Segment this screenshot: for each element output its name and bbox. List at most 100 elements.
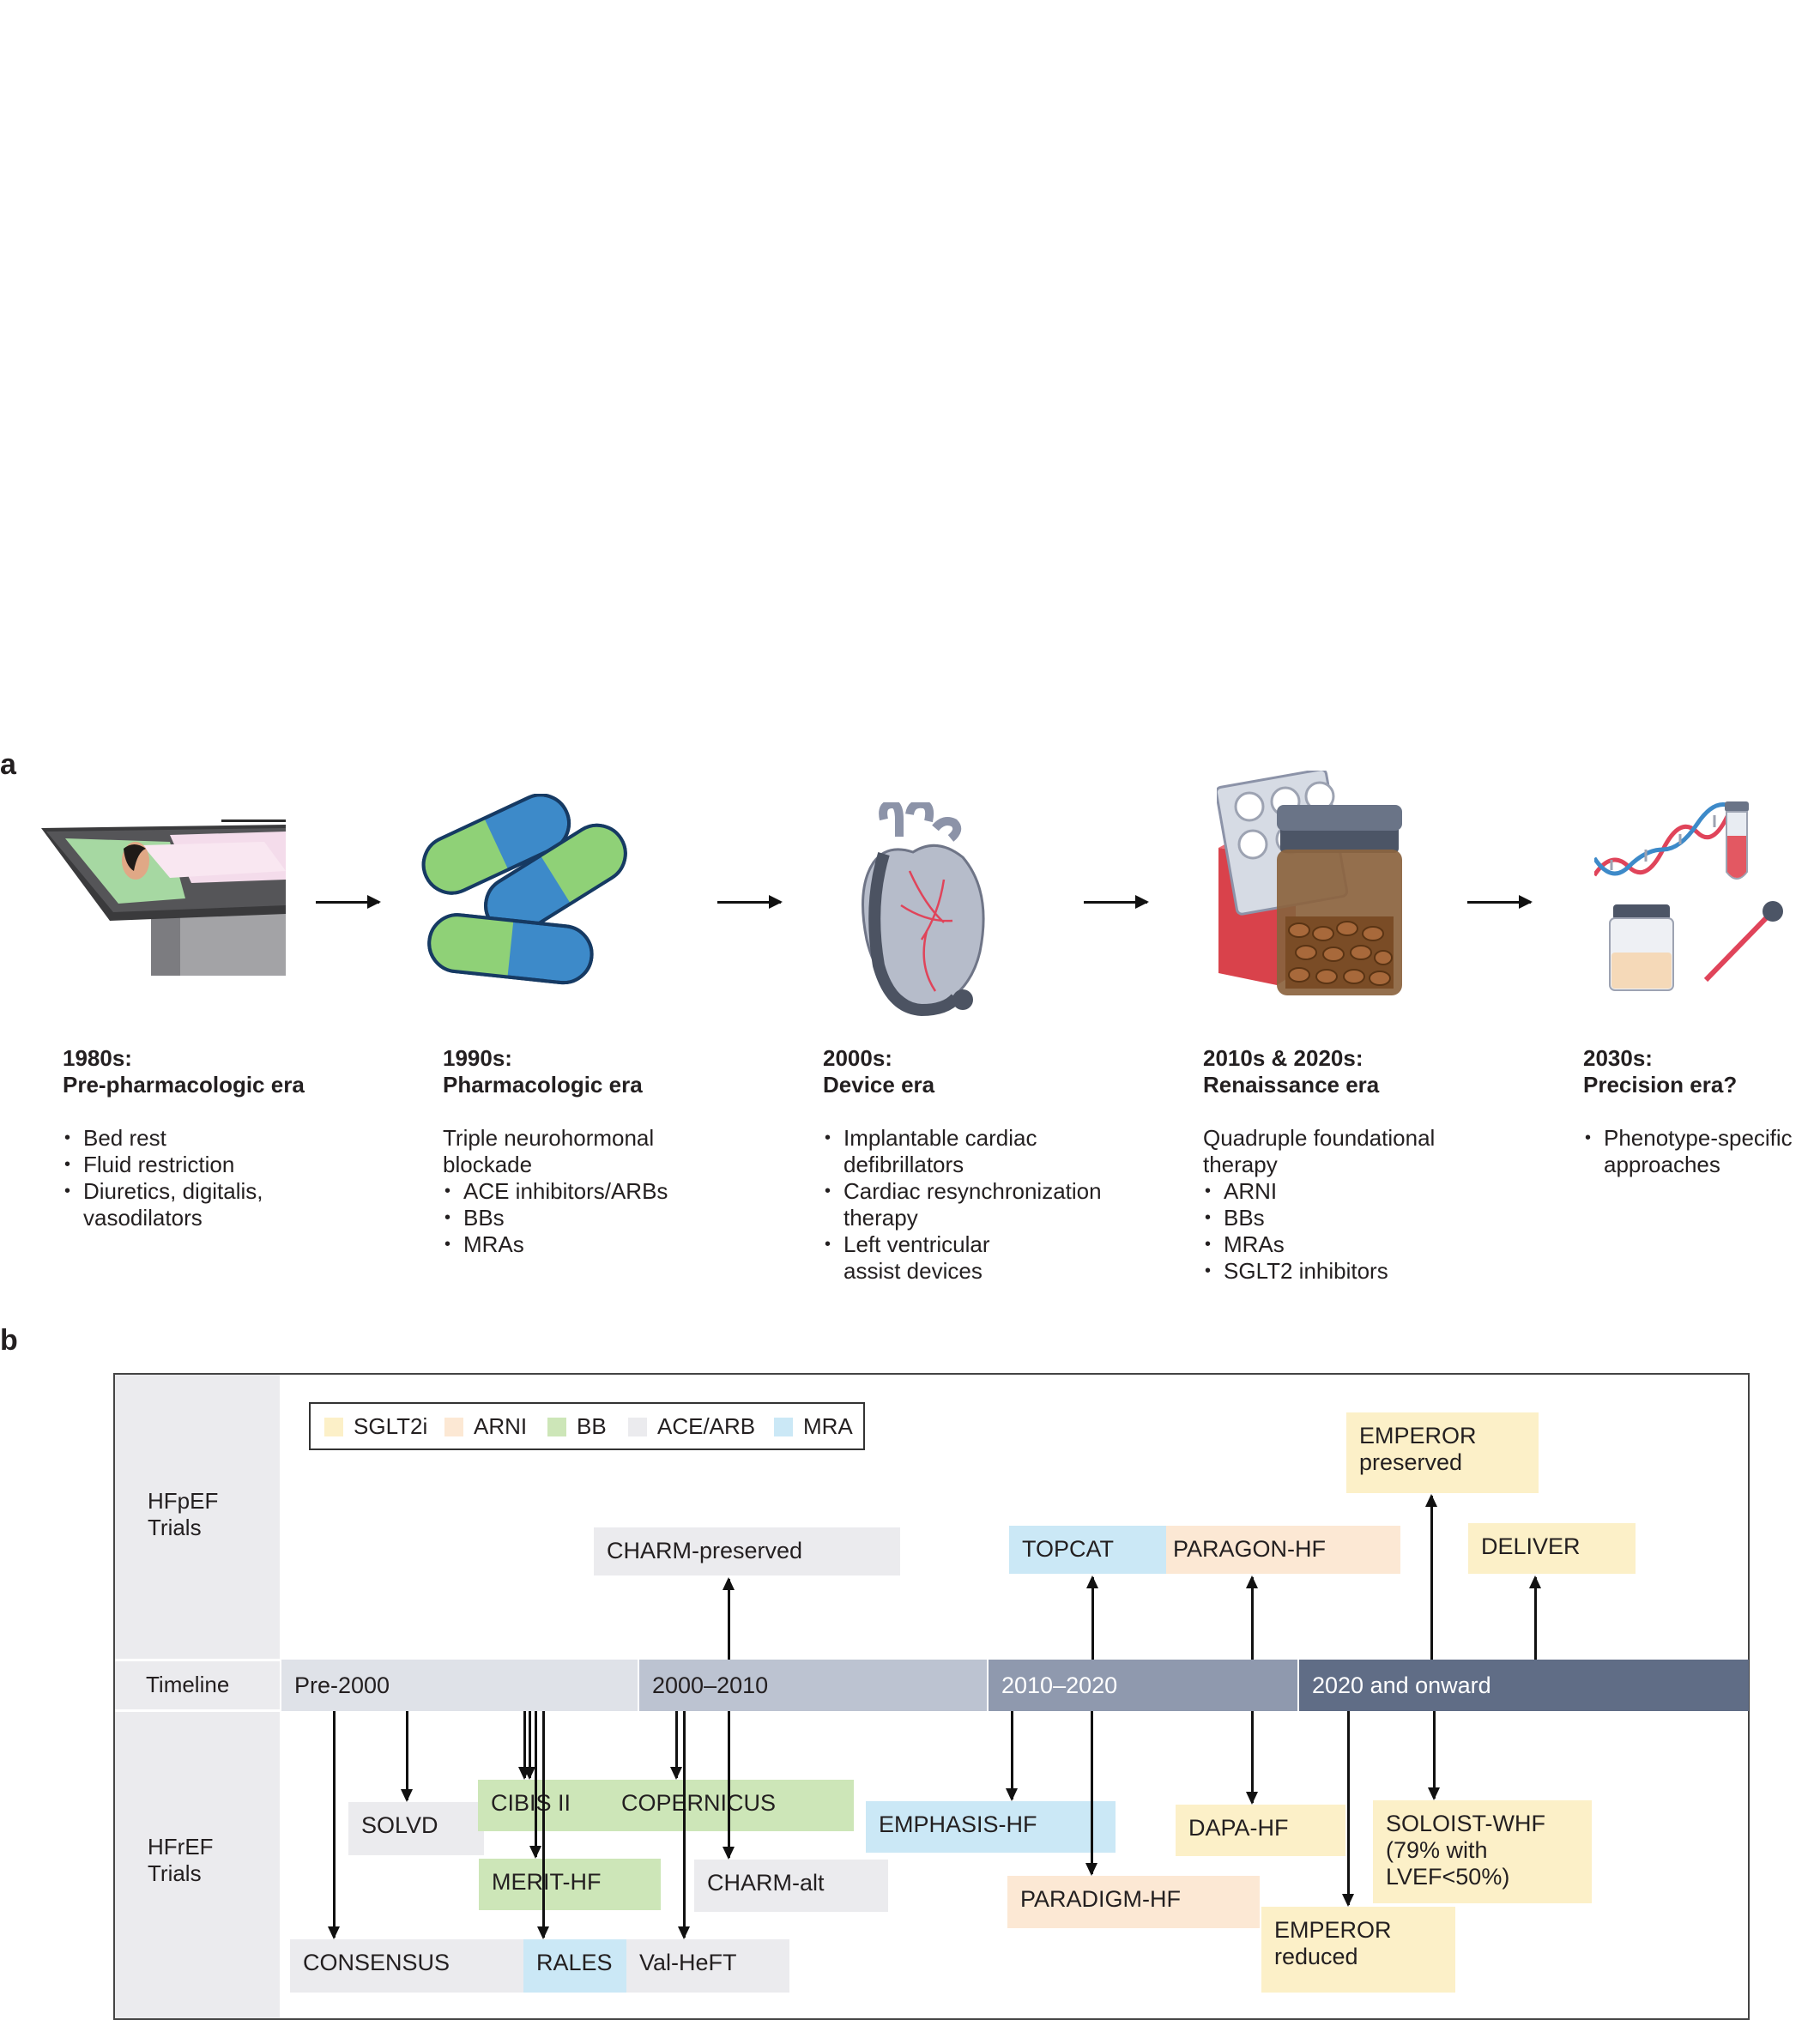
legend-swatch <box>774 1418 793 1436</box>
trial-emphasis-hf: EMPHASIS-HF <box>866 1801 1116 1853</box>
era-bullet-continuation: defibrillators <box>843 1152 964 1177</box>
arrow-to-copernicus <box>670 1711 682 1780</box>
trial-topcat: TOPCAT <box>1009 1526 1166 1574</box>
legend-label: ARNI <box>474 1413 528 1439</box>
row-label-hfpef-line2: Trials <box>148 1515 202 1540</box>
era-intro: Quadruple foundational <box>1203 1125 1436 1151</box>
trial-charm-preserved: CHARM-preserved <box>594 1527 900 1575</box>
legend-label: BB <box>577 1413 607 1439</box>
trial-paradigm-hf: PARADIGM-HF <box>1007 1876 1260 1928</box>
era-bullet: SGLT2 inhibitors <box>1203 1258 1460 1285</box>
precision-medicine-illustration <box>1594 801 1783 991</box>
trial-merit-hf: MERIT-HF <box>479 1859 661 1910</box>
capsules-illustration <box>421 794 627 985</box>
era-bullet-continuation: assist devices <box>843 1258 983 1284</box>
trial-name-line: EMPEROR <box>1359 1423 1477 1448</box>
era-bullet: ACE inhibitors/ARBs <box>443 1178 700 1205</box>
era-name: Device era <box>823 1072 935 1098</box>
blood-tube-icon <box>1725 801 1749 880</box>
arrow-to-emperor-reduced <box>1342 1711 1354 1907</box>
row-label-hfpef-line1: HFpEF <box>148 1488 219 1514</box>
era-bullet: Left ventricular <box>823 1231 1080 1258</box>
row-label-timeline-text: Timeline <box>146 1672 230 1697</box>
trial-deliver: DELIVER <box>1468 1523 1636 1574</box>
era-bullet-continuation: therapy <box>843 1205 918 1231</box>
trial-name-line: SOLOIST-WHF <box>1386 1811 1546 1836</box>
era-bullet-continuation: vasodilators <box>83 1205 203 1231</box>
timeline-segment-pre-2000: Pre-2000 <box>281 1660 638 1711</box>
timeline-segment-2010-2020: 2010–2020 <box>989 1660 1297 1711</box>
era-bullet: Phenotype-specific <box>1583 1125 1815 1152</box>
era-2030s: 2030s:Precision era? Phenotype-specific … <box>1583 1045 1815 1178</box>
era-bullet: BBs <box>443 1205 700 1231</box>
pill-blister-and-jar-illustration <box>1217 771 1402 995</box>
trial-rales: RALES <box>523 1939 626 1993</box>
trial-name-line: (79% with <box>1386 1837 1488 1863</box>
legend-swatch <box>324 1418 343 1436</box>
era-arrow-4 <box>1467 895 1533 909</box>
trial-paragon-hf: PARAGON-HF <box>1166 1526 1400 1574</box>
panel-a-label: a <box>0 748 16 781</box>
trial-name-line: LVEF<50%) <box>1386 1864 1510 1890</box>
arrow-to-merit-hf <box>529 1711 541 1859</box>
legend-label: ACE/ARB <box>657 1413 756 1439</box>
trial-copernicus: COPERNICUS <box>621 1790 777 1816</box>
era-bullet-continuation: approaches <box>1604 1152 1720 1177</box>
era-intro: blockade <box>443 1152 533 1177</box>
trial-consensus: CONSENSUS <box>290 1939 523 1993</box>
trials-figure-frame <box>113 1373 1750 2020</box>
era-1990s: 1990s:Pharmacologic era Triple neurohorm… <box>443 1045 700 1258</box>
trial-cibis-ii-copernicus-box: CIBIS II COPERNICUS <box>478 1780 854 1831</box>
trial-name-line: preserved <box>1359 1449 1463 1475</box>
trial-val-heft: Val-HeFT <box>626 1939 789 1993</box>
legend-swatch <box>628 1418 647 1436</box>
era-intro: therapy <box>1203 1152 1278 1177</box>
legend-swatch <box>444 1418 463 1436</box>
era-bullet: Cardiac resynchronization <box>823 1178 1102 1205</box>
row-label-hfref-line2: Trials <box>148 1860 202 1886</box>
arrow-to-emperor-preserved <box>1425 1494 1437 1660</box>
era-bullet: MRAs <box>1203 1231 1460 1258</box>
era-year: 2030s: <box>1583 1045 1653 1071</box>
arrow-to-charm-alt <box>723 1711 735 1860</box>
row-divider <box>115 1659 280 1661</box>
arrow-to-consensus <box>328 1711 340 1939</box>
drug-class-legend: SGLT2i ARNI BB ACE/ARB MRA <box>309 1402 865 1450</box>
trial-cibis-ii: CIBIS II <box>491 1790 571 1816</box>
dna-helix-icon <box>1594 802 1734 877</box>
legend-swatch <box>547 1418 566 1436</box>
era-bullet: MRAs <box>443 1231 700 1258</box>
row-label-timeline: Timeline <box>115 1661 280 1709</box>
era-year: 1980s: <box>63 1045 132 1071</box>
era-bullet: Implantable cardiac <box>823 1125 1080 1152</box>
legend-label: SGLT2i <box>354 1413 428 1439</box>
era-bullet: Bed rest <box>63 1125 320 1152</box>
arrow-to-cibis-ii-2 <box>523 1711 535 1780</box>
arrow-to-paragon-hf <box>1246 1575 1258 1660</box>
era-name: Pre-pharmacologic era <box>63 1072 305 1098</box>
trial-emperor-preserved: EMPEROR preserved <box>1346 1412 1539 1493</box>
arrow-to-soloist-whf <box>1428 1711 1440 1800</box>
era-2000s: 2000s:Device era Implantable cardiac def… <box>823 1045 1102 1285</box>
arrow-to-rales <box>537 1711 549 1939</box>
era-arrow-1 <box>316 895 381 909</box>
era-name: Precision era? <box>1583 1072 1738 1098</box>
arrow-to-val-heft <box>678 1711 690 1939</box>
era-bullet: ARNI <box>1203 1178 1460 1205</box>
arrow-to-charm-preserved <box>723 1577 735 1660</box>
trial-name-line: EMPEROR <box>1274 1917 1392 1943</box>
arrow-to-topcat <box>1086 1575 1098 1660</box>
timeline-segment-2020-onward: 2020 and onward <box>1299 1660 1749 1711</box>
legend-label: MRA <box>803 1413 853 1439</box>
era-bullet: Fluid restriction <box>63 1152 320 1178</box>
row-divider <box>115 1709 280 1712</box>
timeline-segment-2000-2010: 2000–2010 <box>639 1660 987 1711</box>
era-intro: Triple neurohormonal <box>443 1125 655 1151</box>
arrow-to-solvd <box>401 1711 413 1802</box>
panel-b-label: b <box>0 1324 18 1357</box>
era-year: 1990s: <box>443 1045 512 1071</box>
arrow-to-dapa-hf <box>1246 1711 1258 1805</box>
trial-soloist-whf: SOLOIST-WHF (79% with LVEF<50%) <box>1373 1800 1592 1903</box>
era-1980s: 1980s:Pre-pharmacologic era Bed rest Flu… <box>63 1045 320 1231</box>
era-bullet: BBs <box>1203 1205 1460 1231</box>
